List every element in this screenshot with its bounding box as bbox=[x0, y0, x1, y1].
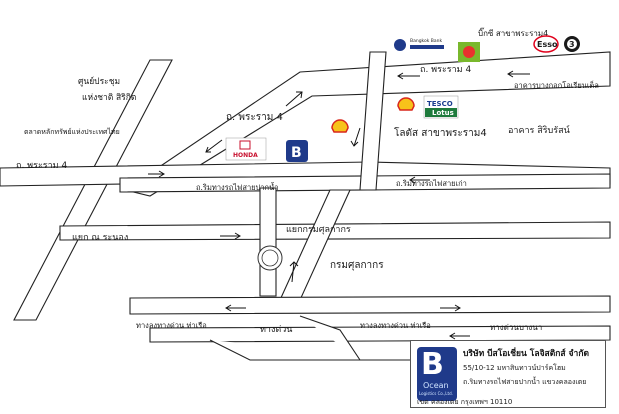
company-address-1: 55/10-12 มหาสินทาวน์ปาร์คโฮม bbox=[463, 364, 566, 372]
shell-icon bbox=[331, 119, 349, 133]
esso-icon: Esso bbox=[533, 35, 559, 53]
label-qsncc-line2: แห่งชาติ สิริกิต bbox=[82, 93, 136, 103]
svg-text:HONDA: HONDA bbox=[233, 152, 258, 159]
label-rama4-top: ถ. พระราม 4 bbox=[420, 65, 471, 75]
svg-text:B: B bbox=[291, 145, 302, 161]
svg-text:Lotus: Lotus bbox=[432, 109, 454, 117]
label-qsncc-line1: ศูนย์ประชุม bbox=[78, 76, 120, 87]
company-logo-letter: B bbox=[421, 347, 444, 382]
svg-text:Bangkok Bank: Bangkok Bank bbox=[410, 38, 442, 44]
label-customs-junction: แยกกรมศุลกากร bbox=[286, 225, 351, 235]
label-rama4-mid: ถ. พระราม 4 bbox=[226, 112, 283, 123]
label-lotus-branch: โลตัส สาขาพระราม4 bbox=[394, 126, 487, 139]
bank-3-icon: 3 bbox=[564, 36, 580, 52]
road-vertical-right bbox=[359, 51, 387, 191]
road-customs-diagonal bbox=[279, 189, 351, 301]
label-siri-building: อาคาร สิริบรัสน์ bbox=[508, 124, 570, 136]
company-logo: B Ocean Logistics Co.,Ltd. bbox=[417, 347, 457, 401]
company-logo-word: Ocean bbox=[423, 381, 449, 390]
honda-logo: HONDA bbox=[225, 137, 267, 161]
road-expressway-lower bbox=[149, 325, 611, 343]
road-ramp-left bbox=[209, 339, 410, 361]
label-rail-road-right: ถ.ริมทางรถไฟสายเก่า bbox=[396, 179, 467, 188]
label-expressway: ทางด่วน bbox=[260, 325, 292, 335]
road-left-diagonal bbox=[13, 59, 173, 321]
bangkok-bank-icon: Bangkok Bank bbox=[394, 38, 444, 51]
company-location-marker: B bbox=[286, 140, 308, 162]
label-customs-dept: กรมศุลกากร bbox=[330, 260, 384, 271]
company-info-card: B Ocean Logistics Co.,Ltd. บริษัท บีสโอเ… bbox=[410, 340, 606, 408]
traffic-arrows bbox=[148, 70, 530, 340]
road-expressway bbox=[129, 295, 611, 315]
label-big-c: บิ๊กซี สาขาพระราม4 bbox=[478, 27, 548, 38]
road-lower-vertical bbox=[259, 187, 277, 297]
road-nang-nong bbox=[59, 221, 611, 241]
customs-emblem-icon bbox=[257, 245, 283, 271]
road-ramp-right bbox=[299, 315, 361, 361]
label-rama4-left: ถ. พระราม 4 bbox=[16, 161, 67, 171]
company-name: บริษัท บีสโอเชี่ยน โลจิสติกส์ จำกัด bbox=[463, 349, 589, 359]
svg-text:Esso: Esso bbox=[537, 40, 558, 49]
svg-text:3: 3 bbox=[569, 40, 575, 49]
svg-text:TESCO: TESCO bbox=[427, 100, 453, 108]
company-logo-sub: Logistics Co.,Ltd. bbox=[419, 391, 453, 396]
company-address-2: ถ.ริมทางรถไฟสายปากน้ำ แขวงคลองเตย bbox=[463, 378, 587, 386]
company-address-3: เขต คลองเตย กรุงเทพฯ 10110 bbox=[417, 398, 513, 406]
big-c-icon bbox=[458, 42, 480, 62]
label-junction-left: ทางลงทางด่วน ท่าเรือ bbox=[136, 321, 207, 330]
label-oriental-building: อาคารบางกอกโอเรียนเต็ล bbox=[514, 80, 599, 90]
label-bangna-expressway: ทางด่วนบางนา bbox=[490, 323, 542, 332]
label-stock-exchange: ตลาดหลักทรัพย์แห่งประเทศไทย bbox=[24, 127, 120, 136]
label-rail-road-left: ถ.ริมทางรถไฟสายปากน้ำ bbox=[196, 182, 278, 192]
label-rama4-junction: แยก ณ ระนอง bbox=[72, 233, 128, 243]
shell-icon bbox=[397, 97, 415, 111]
tesco-lotus-logo: TESCO Lotus bbox=[423, 95, 459, 119]
label-junction-right: ทางลงทางด่วน ท่าเรือ bbox=[360, 321, 431, 330]
